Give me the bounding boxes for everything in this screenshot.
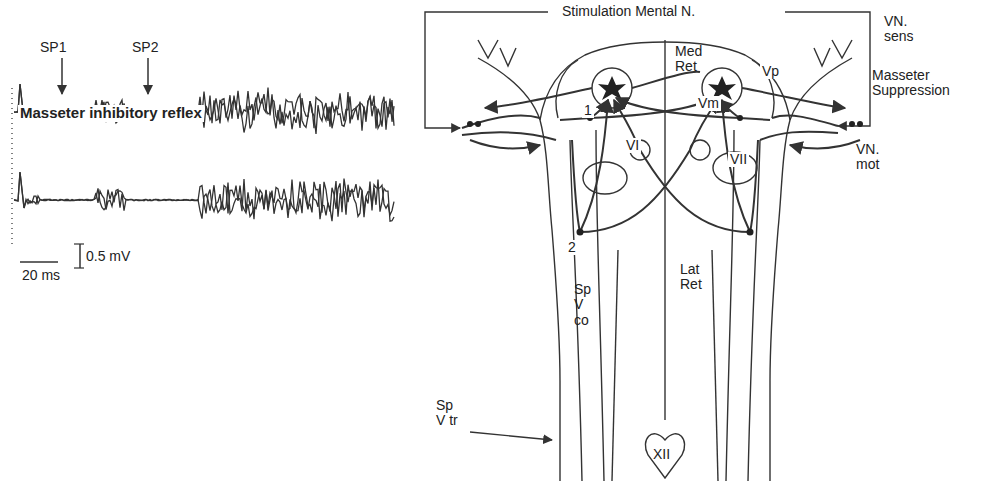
sweep-marker xyxy=(11,88,13,245)
sp1-arrow xyxy=(61,58,63,94)
figure-label: Vp xyxy=(760,64,781,79)
emg-trace xyxy=(14,172,394,221)
figure-label: Lat Ret xyxy=(680,262,722,293)
figure-label: Sp V tr xyxy=(436,398,458,429)
emg-traces xyxy=(14,84,394,221)
reflex-pathway xyxy=(462,72,860,232)
figure-label: VI xyxy=(624,138,641,153)
figure-label: SP2 xyxy=(132,40,158,55)
tract-pointer xyxy=(470,432,552,440)
figure-label: VII xyxy=(728,152,749,167)
figure-label: Masseter Suppression xyxy=(872,68,963,99)
brainstem-outline xyxy=(478,40,852,481)
stimulation-bracket xyxy=(425,12,870,128)
scale-bar-v xyxy=(79,244,81,268)
synapse-dot xyxy=(467,115,863,236)
sp2-arrow xyxy=(147,58,149,94)
figure-label: Med Ret xyxy=(675,44,717,75)
emg-trace xyxy=(14,84,394,134)
figure-label: Stimulation Mental N. xyxy=(560,4,697,19)
figure-label: 20 ms xyxy=(22,268,60,283)
figure-label: 1 xyxy=(582,103,594,118)
figure-label: VN. mot xyxy=(856,142,898,173)
emg-trace xyxy=(14,172,394,221)
figure-label: 2 xyxy=(566,240,578,255)
panel-title: Masseter inhibitory reflex xyxy=(18,105,204,122)
figure-label: VN. sens xyxy=(884,14,926,45)
figure-label: 0.5 mV xyxy=(86,249,130,264)
scale-bar-h xyxy=(20,261,58,263)
figure-label: SP1 xyxy=(40,40,66,55)
figure-label: Vm xyxy=(696,96,721,111)
figure-label: Sp V co xyxy=(574,282,596,328)
figure-label: XII xyxy=(653,447,670,462)
